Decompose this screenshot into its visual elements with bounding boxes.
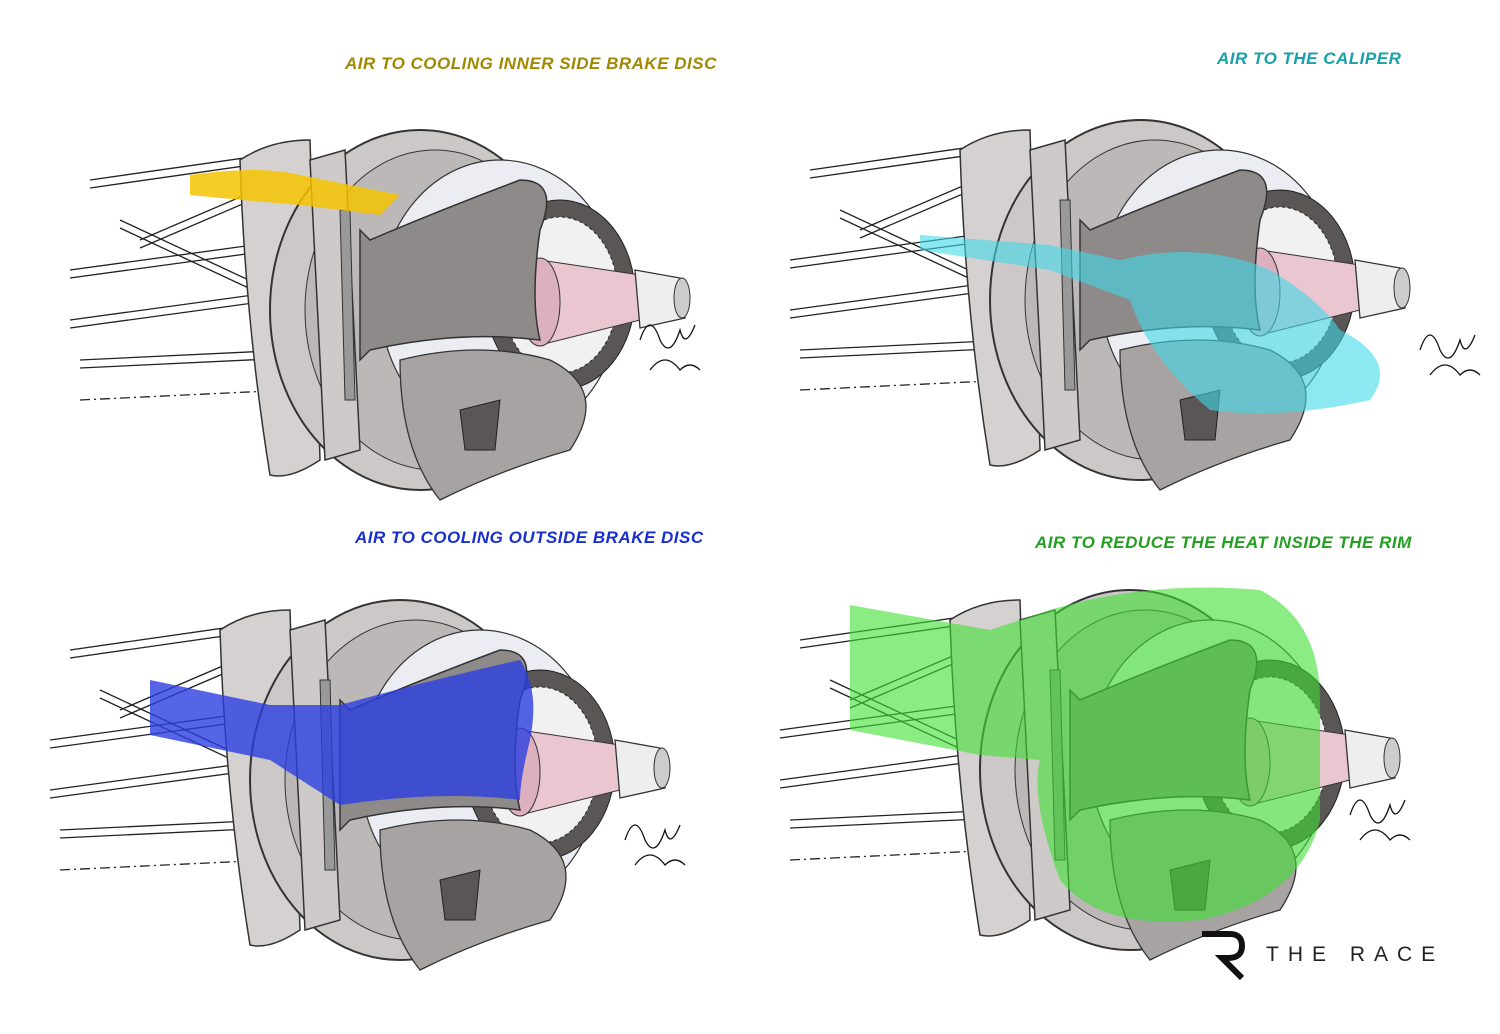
r-logo-icon — [1202, 931, 1246, 980]
title-outside-disc-cooling: AIR TO COOLING OUTSIDE BRAKE DISC — [355, 528, 704, 547]
title-rim-heat-reduction: AIR TO REDUCE THE HEAT INSIDE THE RIM — [1035, 533, 1412, 552]
panel-outside-disc-cooling — [49, 599, 671, 971]
panel-inner-disc-cooling — [69, 129, 691, 501]
airflow-highlight-cyan — [920, 235, 1380, 414]
brand-name: THE RACE — [1266, 943, 1445, 966]
panel-caliper-cooling — [789, 119, 1411, 491]
airflow-highlight-yellow — [190, 170, 400, 215]
the-race-logo: THE RACE — [1200, 930, 1444, 980]
panel-rim-heat-reduction — [779, 587, 1401, 961]
title-inner-disc-cooling: AIR TO COOLING INNER SIDE BRAKE DISC — [345, 54, 717, 73]
airflow-highlight-blue — [150, 660, 534, 805]
artist-signature — [624, 324, 1481, 866]
airflow-highlight-green — [850, 587, 1320, 922]
title-caliper-cooling: AIR TO THE CALIPER — [1217, 49, 1402, 68]
